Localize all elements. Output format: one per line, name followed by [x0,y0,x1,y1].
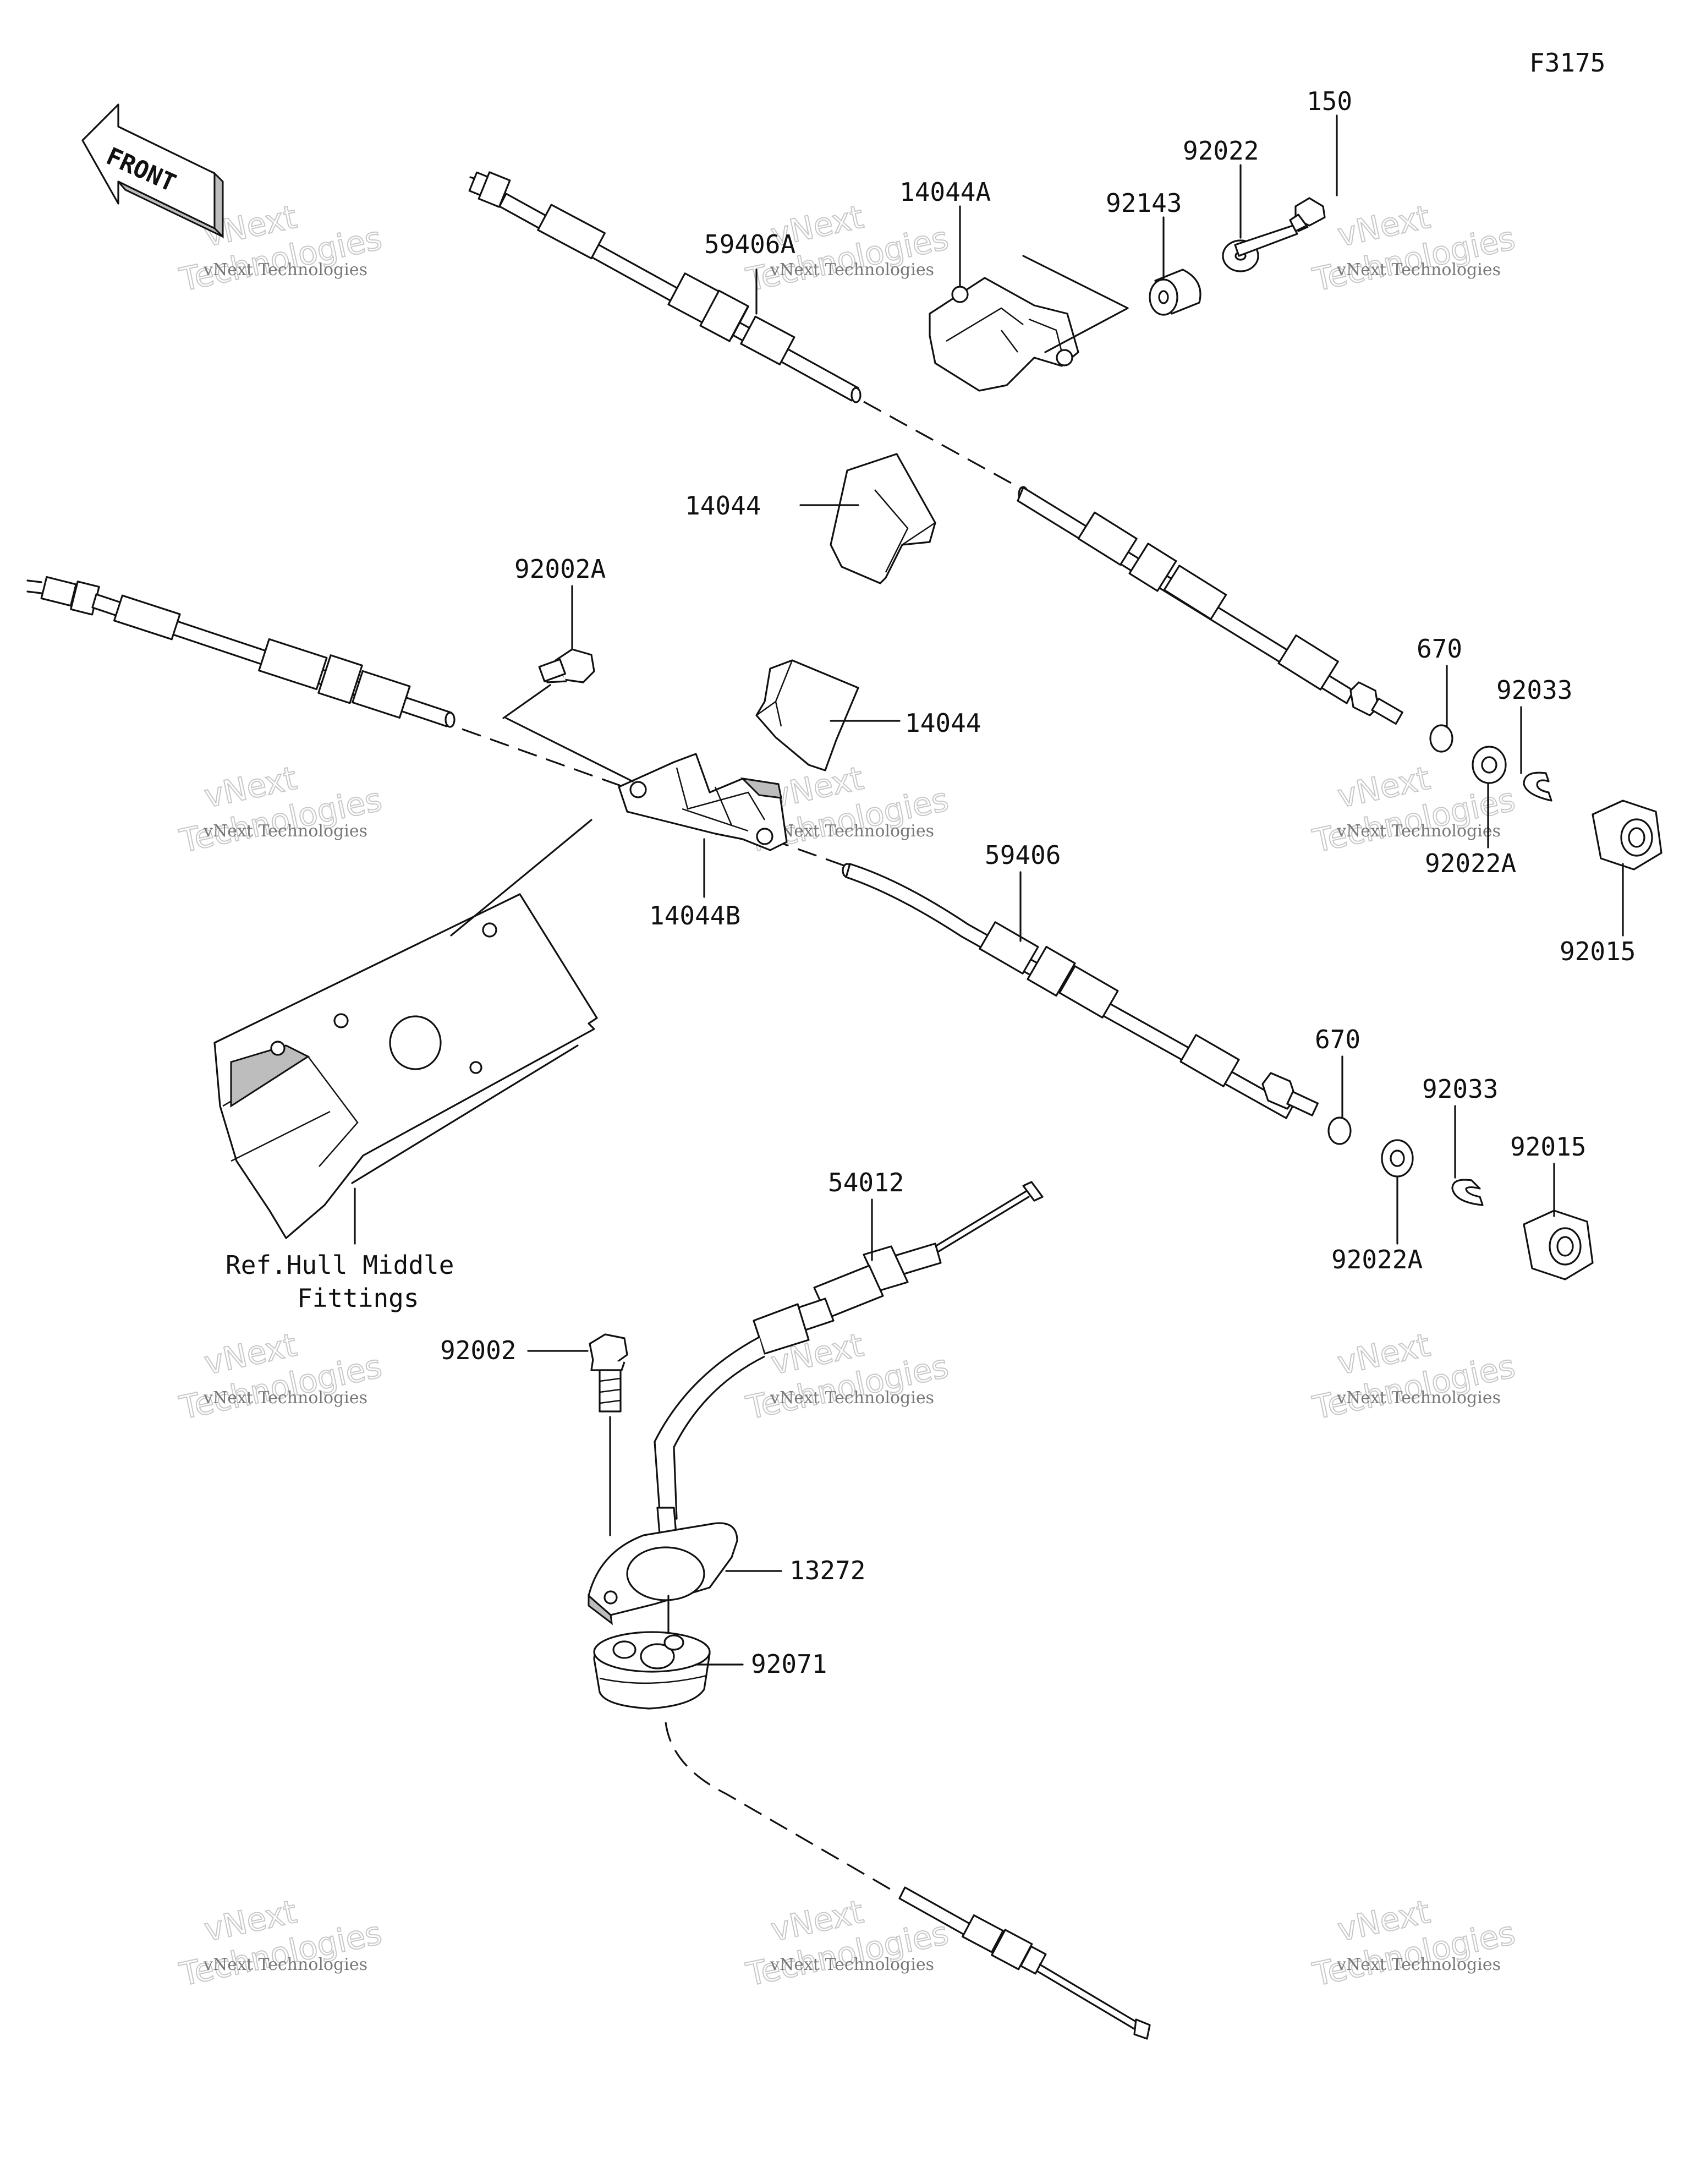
front-arrow-icon: FRONT [81,103,224,239]
watermark: Technologies vNext vNext Technologies [1309,198,1519,299]
label-150: 150 [1307,86,1352,116]
diagram-id: F3175 [1529,48,1605,78]
bolt-150 [1234,197,1326,257]
washer-92022a-a [1472,746,1507,784]
label-92022: 92022 [1183,136,1259,166]
label-14044-middle: 14044 [905,708,981,738]
svg-text:vNext Technologies: vNext Technologies [1336,1388,1501,1408]
bracket-14044b [618,753,788,851]
watermark: Technologies vNext vNext Technologies [175,1326,386,1427]
svg-text:vNext Technologies: vNext Technologies [770,1955,934,1974]
svg-text:vNext Technologies: vNext Technologies [1336,1955,1501,1974]
clamp-14044-upper [830,453,936,584]
grommet-92071 [593,1595,744,1710]
cable-54012-lower-end [898,1886,1151,2040]
label-92015-b: 92015 [1510,1132,1586,1162]
svg-text:vNext Technologies: vNext Technologies [770,822,934,841]
cable-59406a-end [1017,486,1403,725]
label-670-a: 670 [1417,634,1462,664]
label-92071: 92071 [751,1649,827,1679]
spacer-92143 [1149,269,1201,316]
label-92143: 92143 [1106,188,1182,218]
label-14044a: 14044A [899,177,991,207]
clip-92033-b [1451,1179,1484,1206]
bolt-92002 [589,1333,628,1536]
dash-line [665,1722,897,1894]
label-92002a: 92002A [514,554,606,584]
ref-note-line2: Fittings [297,1283,419,1313]
part-labels: 150 92022 92143 14044A 59406A 14044 9200… [440,86,1636,1679]
label-92022a-a: 92022A [1425,849,1516,878]
clamp-14044-middle [505,659,859,782]
svg-text:vNext Technologies: vNext Technologies [1336,822,1501,841]
svg-text:vNext Technologies: vNext Technologies [770,1388,934,1408]
label-54012: 54012 [828,1168,904,1197]
clip-92033-a [1523,771,1552,802]
bracket-14044a [929,255,1129,392]
hull-middle-fitting [213,819,598,1239]
svg-text:vNext Technologies: vNext Technologies [203,260,367,280]
svg-text:vNext Technologies: vNext Technologies [203,822,367,841]
plate-13272 [588,1522,782,1625]
label-92022a-b: 92022A [1331,1245,1423,1274]
svg-text:vNext Technologies: vNext Technologies [203,1955,367,1974]
watermark: Technologies vNext vNext Technologies [175,1892,386,1994]
oring-670-a [1429,724,1453,753]
washer-92022a-b [1381,1139,1414,1178]
label-59406a: 59406A [704,229,795,259]
dash-line [863,401,1024,491]
label-92002: 92002 [440,1335,516,1365]
label-670-b: 670 [1315,1025,1360,1054]
cable-59406a [468,171,862,403]
watermark: Technologies vNext vNext Technologies [1309,1326,1519,1427]
ref-note-line1: Ref.Hull Middle [226,1250,454,1280]
label-92033-b: 92033 [1422,1074,1498,1104]
nut-92015-a [1592,800,1662,871]
cable-59406-left [26,576,456,728]
svg-text:vNext Technologies: vNext Technologies [203,1388,367,1408]
label-92033-a: 92033 [1496,675,1572,705]
svg-text:vNext Technologies: vNext Technologies [1336,260,1501,280]
nut-92015-b [1523,1209,1594,1280]
label-59406: 59406 [985,840,1061,870]
watermark: Technologies vNext vNext Technologies [175,759,386,861]
svg-text:vNext Technologies: vNext Technologies [770,260,934,280]
oring-670-b [1327,1116,1352,1145]
leader-lines [502,114,1624,1352]
label-13272: 13272 [789,1556,865,1585]
bolt-92002a [538,648,595,683]
label-92015-a: 92015 [1560,937,1636,966]
label-14044b: 14044B [649,901,740,930]
watermark: Technologies vNext vNext Technologies [1309,1892,1519,1994]
label-14044-upper: 14044 [685,491,761,521]
cable-59406-right [842,863,1319,1119]
